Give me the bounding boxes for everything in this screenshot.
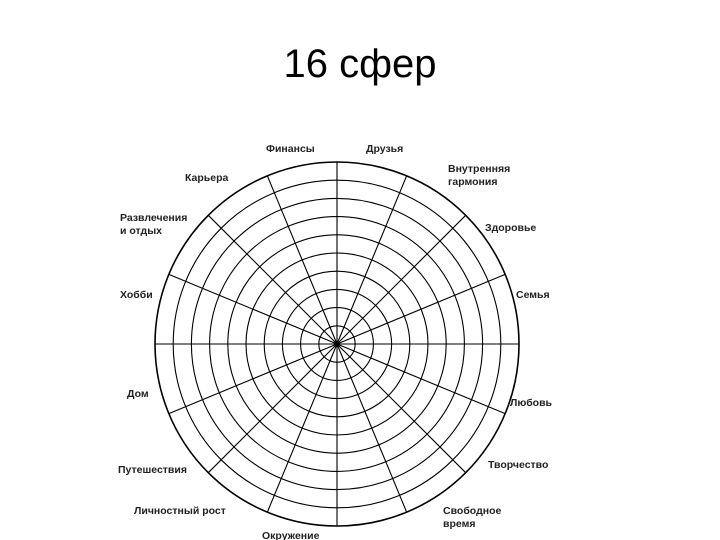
wheel-spoke: [336, 273, 506, 345]
wheel-spoke: [266, 343, 338, 513]
sector-label-career: Карьера: [185, 172, 229, 184]
sector-label-creativity: Творчество: [488, 459, 549, 471]
sector-label-inner-harmony: Внутренняя гармония: [448, 163, 511, 188]
sector-label-health: Здоровье: [485, 222, 537, 234]
sector-label-free-time: Свободное время: [443, 505, 502, 530]
wheel-spoke: [336, 343, 408, 513]
sector-label-finance: Финансы: [266, 143, 315, 155]
wheel-spoke: [168, 273, 338, 345]
slide-title: 16 сфер: [283, 42, 437, 86]
wheel-spoke: [336, 343, 467, 474]
wheel-spoke: [266, 175, 338, 345]
wheel-spoke: [336, 343, 506, 415]
sector-label-personal-growth: Личностный рост: [134, 505, 226, 517]
sector-label-hobby: Хобби: [120, 289, 153, 301]
wheel-spoke: [336, 214, 467, 345]
sector-label-home: Дом: [127, 388, 149, 400]
sector-label-travel: Путешествия: [118, 464, 187, 476]
sector-label-friends: Друзья: [366, 143, 404, 155]
sector-label-surroundings: Окружение: [262, 530, 320, 540]
wheel-spoke: [207, 343, 338, 474]
wheel-spokes: [155, 162, 519, 526]
wheel-spoke: [336, 175, 408, 345]
sector-label-love: Любовь: [510, 397, 553, 409]
wheel-spoke: [207, 214, 338, 345]
wheel-spoke: [168, 343, 338, 415]
wheel-center: [334, 341, 340, 347]
sector-label-entertainment: Развлечения и отдых: [120, 212, 188, 237]
sector-label-family: Семья: [516, 289, 550, 301]
